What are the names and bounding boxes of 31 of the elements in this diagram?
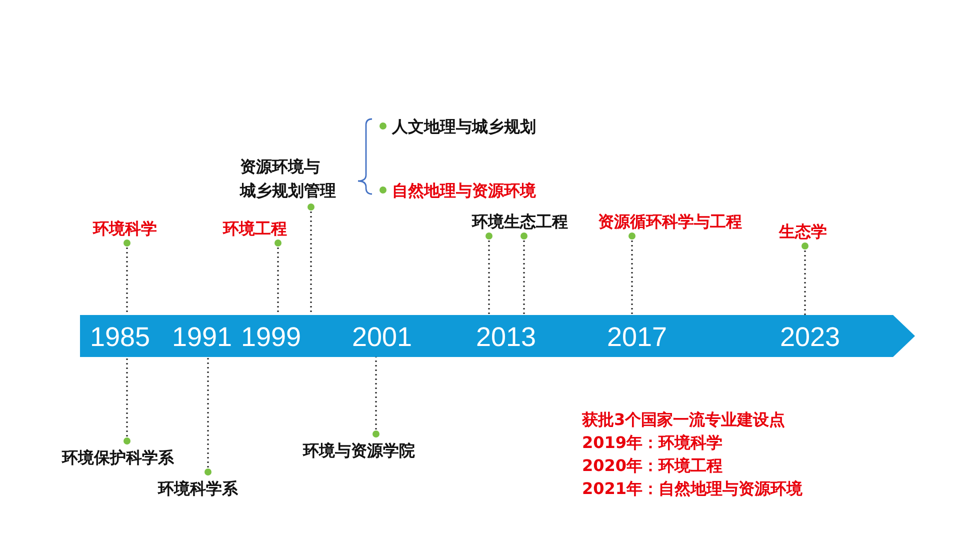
milestone-label: 环境科学 [93, 218, 157, 239]
leader-line [274, 240, 282, 315]
leader-line [628, 232, 636, 315]
leader-line [520, 232, 528, 315]
leader-line [308, 204, 314, 315]
milestone-label: 资源环境与城乡规划管理 [240, 155, 338, 203]
year-label: 1991 [172, 322, 232, 352]
milestone-label: 环境保护科学系 [62, 447, 174, 468]
leader-line [802, 242, 808, 315]
leader-line [124, 357, 130, 444]
leader-line [486, 232, 492, 315]
milestone-label: 环境工程 [223, 218, 287, 239]
leader-line [204, 357, 212, 476]
note-text: 2020年：环境工程 [582, 455, 723, 476]
year-label: 1985 [90, 322, 150, 352]
leader-line [124, 240, 130, 315]
milestone-label: 环境与资源学院 [303, 440, 415, 461]
year-label: 2013 [476, 322, 536, 352]
milestone-label: 人文地理与城乡规划 [392, 116, 536, 137]
year-label: 2017 [606, 322, 668, 352]
year-label: 2001 [352, 322, 412, 352]
note-text: 2021年：自然地理与资源环境 [582, 478, 803, 499]
milestone-label: 自然地理与资源环境 [392, 180, 536, 201]
year-label: 2023 [780, 322, 840, 352]
year-label: 1999 [240, 322, 302, 352]
milestone-label: 环境科学系 [158, 478, 238, 499]
milestone-label: 资源循环科学与工程 [598, 211, 742, 232]
milestone-label: 环境生态工程 [472, 211, 568, 232]
note-text: 获批3个国家一流专业建设点 [582, 409, 786, 430]
note-text: 2019年：环境科学 [582, 432, 723, 453]
milestone-label: 生态学 [779, 221, 827, 242]
